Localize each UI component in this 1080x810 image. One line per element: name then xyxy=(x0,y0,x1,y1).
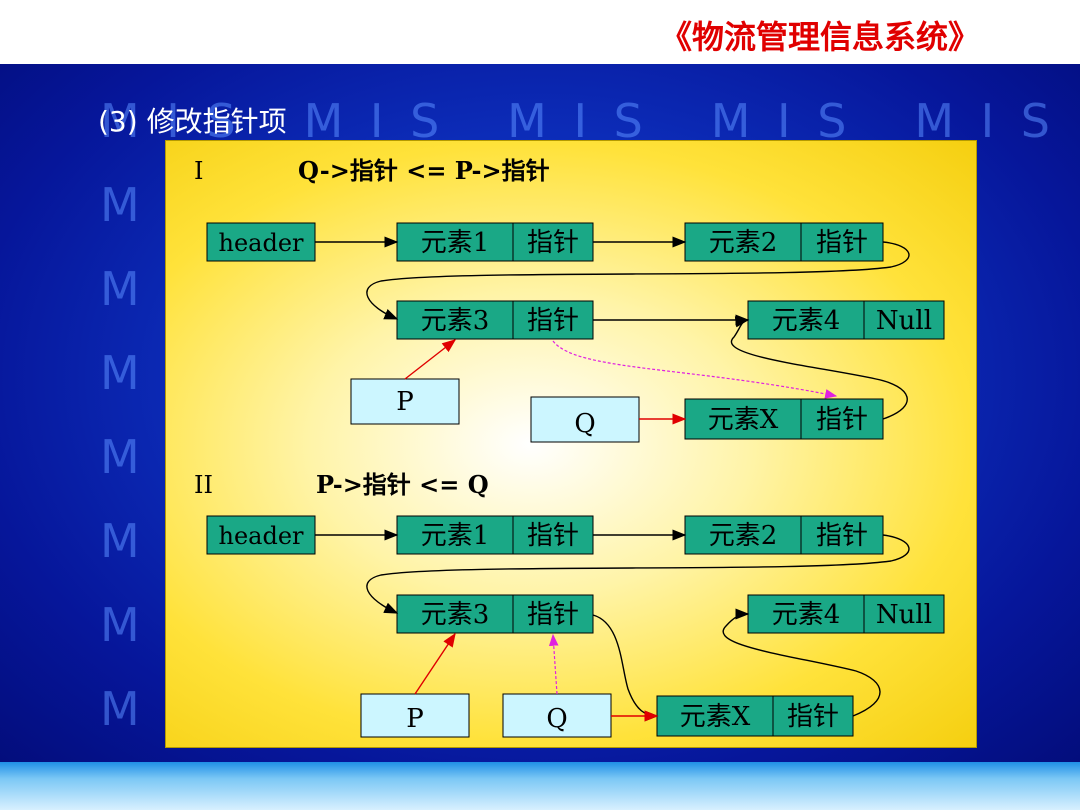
part2-rule: P->指针 <= Q xyxy=(316,470,489,499)
svg-text:指针: 指针 xyxy=(527,306,579,336)
svg-text:指针: 指针 xyxy=(527,521,579,551)
svg-text:元素1: 元素1 xyxy=(421,228,490,258)
part1-node-2: 元素2 指针 xyxy=(684,222,884,262)
svg-text:元素2: 元素2 xyxy=(709,521,778,551)
part2-arrow-p-node3 xyxy=(414,632,456,695)
svg-text:指针: 指针 xyxy=(527,228,579,258)
linked-list-diagram: I Q->指针 <= P->指针 header 元素1 指针 元素2 指针 元素… xyxy=(194,156,945,738)
part1-node-3: 元素3 指针 xyxy=(396,300,594,340)
svg-text:Q: Q xyxy=(574,409,595,439)
diagram-panel: I Q->指针 <= P->指针 header 元素1 指针 元素2 指针 元素… xyxy=(165,140,977,748)
svg-text:指针: 指针 xyxy=(816,405,868,435)
presentation-title: 《物流管理信息系统》 xyxy=(659,18,980,56)
part1-node-x: 元素X 指针 xyxy=(684,398,884,440)
svg-text:元素4: 元素4 xyxy=(772,306,841,336)
part2-node-4: 元素4 Null xyxy=(747,594,945,634)
part1-q-label: Q xyxy=(530,396,640,443)
watermark-row: M I S M I S M I S M I S M I S xyxy=(100,94,1057,148)
part1-header-node: header xyxy=(206,222,316,262)
part1-arrow-nodex-node4 xyxy=(730,316,908,420)
part2-node-2: 元素2 指针 xyxy=(684,515,884,555)
part2-arrow-nodex-node4 xyxy=(722,608,881,717)
svg-text:P: P xyxy=(396,387,414,417)
part2-header-node: header xyxy=(206,515,316,555)
svg-text:指针: 指针 xyxy=(816,228,868,258)
svg-text:元素X: 元素X xyxy=(708,405,779,435)
svg-text:header: header xyxy=(218,522,304,550)
part2-node-1: 元素1 指针 xyxy=(396,515,594,555)
part1-label: I xyxy=(194,157,203,185)
svg-text:指针: 指针 xyxy=(816,521,868,551)
bottom-band xyxy=(0,762,1080,810)
svg-text:header: header xyxy=(218,229,304,257)
svg-text:元素3: 元素3 xyxy=(421,600,490,630)
svg-text:Q: Q xyxy=(546,704,567,734)
svg-text:Null: Null xyxy=(876,306,932,336)
part1-p-label: P xyxy=(350,378,460,425)
part1-node-4: 元素4 Null xyxy=(747,300,945,340)
part2-arrow-node2-node3 xyxy=(366,534,910,614)
part2-arrow-q-to-pointer xyxy=(548,633,559,695)
svg-text:Null: Null xyxy=(876,600,932,630)
svg-text:元素1: 元素1 xyxy=(421,521,490,551)
svg-text:元素X: 元素X xyxy=(680,702,751,732)
svg-text:元素3: 元素3 xyxy=(421,306,490,336)
part1-arrow-copy-pointer xyxy=(552,340,838,399)
part1-rule: Q->指针 <= P->指针 xyxy=(298,156,550,185)
svg-text:元素4: 元素4 xyxy=(772,600,841,630)
part1-arrow-p-node3 xyxy=(404,339,457,380)
svg-text:P: P xyxy=(406,704,424,734)
part2-p-label: P xyxy=(360,693,470,738)
svg-text:元素2: 元素2 xyxy=(709,228,778,258)
part2-node-3: 元素3 指针 xyxy=(396,594,594,634)
part2-label: II xyxy=(194,471,213,499)
section-heading: (3) 修改指针项 xyxy=(98,105,287,138)
part2-q-label: Q xyxy=(502,693,612,738)
svg-text:指针: 指针 xyxy=(527,600,579,630)
part2-node-x: 元素X 指针 xyxy=(656,695,854,737)
part1-node-1: 元素1 指针 xyxy=(396,222,594,262)
part1-arrow-node2-node3 xyxy=(366,241,910,320)
svg-text:指针: 指针 xyxy=(787,702,839,732)
